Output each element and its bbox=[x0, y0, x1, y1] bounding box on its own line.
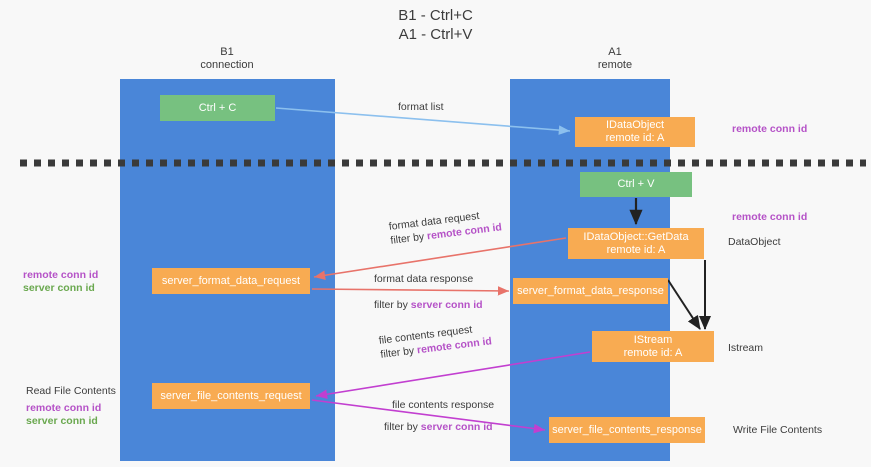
column-header-b1: B1 connection bbox=[152, 46, 302, 72]
node-idataobject[interactable]: IDataObject remote id: A bbox=[575, 117, 695, 147]
column-header-a1-name: A1 bbox=[608, 46, 622, 58]
node-idataobject-line2: remote id: A bbox=[605, 132, 665, 144]
annotation-right-remote-conn-id-mid: remote conn id bbox=[732, 211, 808, 223]
node-idataobject-getdata[interactable]: IDataObject::GetData remote id: A bbox=[568, 228, 704, 259]
edge-label-format-data-response-filter-key: server conn id bbox=[410, 299, 483, 311]
edge-label-format-data-response-filter: filter by server conn id bbox=[374, 298, 483, 312]
node-idataobject-getdata-line1: IDataObject::GetData bbox=[583, 230, 689, 243]
edge-label-format-list-text: format list bbox=[398, 101, 444, 113]
node-idataobject-getdata-line2: remote id: A bbox=[606, 243, 666, 256]
node-server-format-data-request-label: server_format_data_request bbox=[161, 274, 301, 287]
edge-label-file-contents-response-filter-prefix: filter by bbox=[384, 421, 421, 433]
node-ctrl-v-label: Ctrl + V bbox=[617, 178, 655, 190]
annotation-left-server-conn-id: server conn id bbox=[23, 282, 95, 294]
node-server-file-contents-response-label: server_file_contents_response bbox=[552, 423, 702, 436]
node-server-file-contents-response[interactable]: server_file_contents_response bbox=[549, 417, 705, 443]
edge-label-format-list: format list bbox=[398, 100, 444, 114]
node-server-format-data-response-label: server_format_data_response bbox=[517, 284, 664, 297]
column-header-b1-name: B1 bbox=[220, 46, 234, 58]
edge-label-format-data-response-filter-prefix: filter by bbox=[374, 299, 411, 311]
node-istream-line2: remote id: A bbox=[623, 346, 683, 359]
edge-label-format-data-response-text: format data response bbox=[374, 273, 474, 285]
edge-label-file-contents-response-filter: filter by server conn id bbox=[384, 420, 493, 434]
edge-label-file-contents-response-text: file contents response bbox=[392, 399, 495, 411]
annotation-right-dataobject: DataObject bbox=[728, 236, 781, 248]
arrow-response-to-istream bbox=[667, 279, 701, 330]
node-ctrl-c-label: Ctrl + C bbox=[198, 101, 237, 114]
node-ctrl-c[interactable]: Ctrl + C bbox=[160, 95, 275, 121]
page-title-line1: B1 - Ctrl+C bbox=[398, 7, 473, 24]
edge-label-file-contents-response-filter-key: server conn id bbox=[420, 421, 493, 433]
column-header-a1: A1 remote bbox=[540, 46, 690, 72]
column-header-a1-role: remote bbox=[597, 59, 633, 71]
page-title: B1 - Ctrl+C A1 - Ctrl+V bbox=[0, 6, 871, 44]
node-idataobject-line1: IDataObject bbox=[605, 119, 665, 131]
edge-label-file-contents-request: file contents request filter by remote c… bbox=[378, 320, 493, 361]
edge-label-format-data-response: format data response bbox=[374, 272, 473, 286]
annotation-right-remote-conn-id-top: remote conn id bbox=[732, 123, 808, 135]
annotation-left-remote-conn-id: remote conn id bbox=[23, 269, 99, 281]
node-server-format-data-response[interactable]: server_format_data_response bbox=[513, 278, 668, 304]
node-istream[interactable]: IStream remote id: A bbox=[592, 331, 714, 362]
page-title-line2: A1 - Ctrl+V bbox=[398, 26, 473, 43]
node-server-format-data-request[interactable]: server_format_data_request bbox=[152, 268, 310, 294]
annotation-right-write-file-contents: Write File Contents bbox=[733, 424, 823, 436]
edge-label-file-contents-request-filter-prefix: filter by bbox=[379, 344, 418, 361]
node-ctrl-v[interactable]: Ctrl + V bbox=[580, 172, 692, 197]
column-header-b1-role: connection bbox=[200, 59, 254, 71]
annotation-left2-server-conn-id: server conn id bbox=[26, 415, 98, 427]
node-server-file-contents-request[interactable]: server_file_contents_request bbox=[152, 383, 310, 409]
annotation-right-istream: Istream bbox=[728, 342, 764, 354]
edge-label-file-contents-response: file contents response bbox=[392, 398, 494, 412]
arrow-format-data-response bbox=[311, 286, 510, 296]
edge-label-format-data-request-filter-prefix: filter by bbox=[389, 230, 428, 247]
edge-label-format-data-request: format data request filter by remote con… bbox=[388, 206, 503, 247]
node-istream-line1: IStream bbox=[633, 333, 673, 346]
annotation-left2-remote-conn-id: remote conn id bbox=[26, 402, 102, 414]
node-server-file-contents-request-label: server_file_contents_request bbox=[160, 389, 302, 402]
annotation-left-read-file-contents: Read File Contents bbox=[26, 385, 116, 397]
